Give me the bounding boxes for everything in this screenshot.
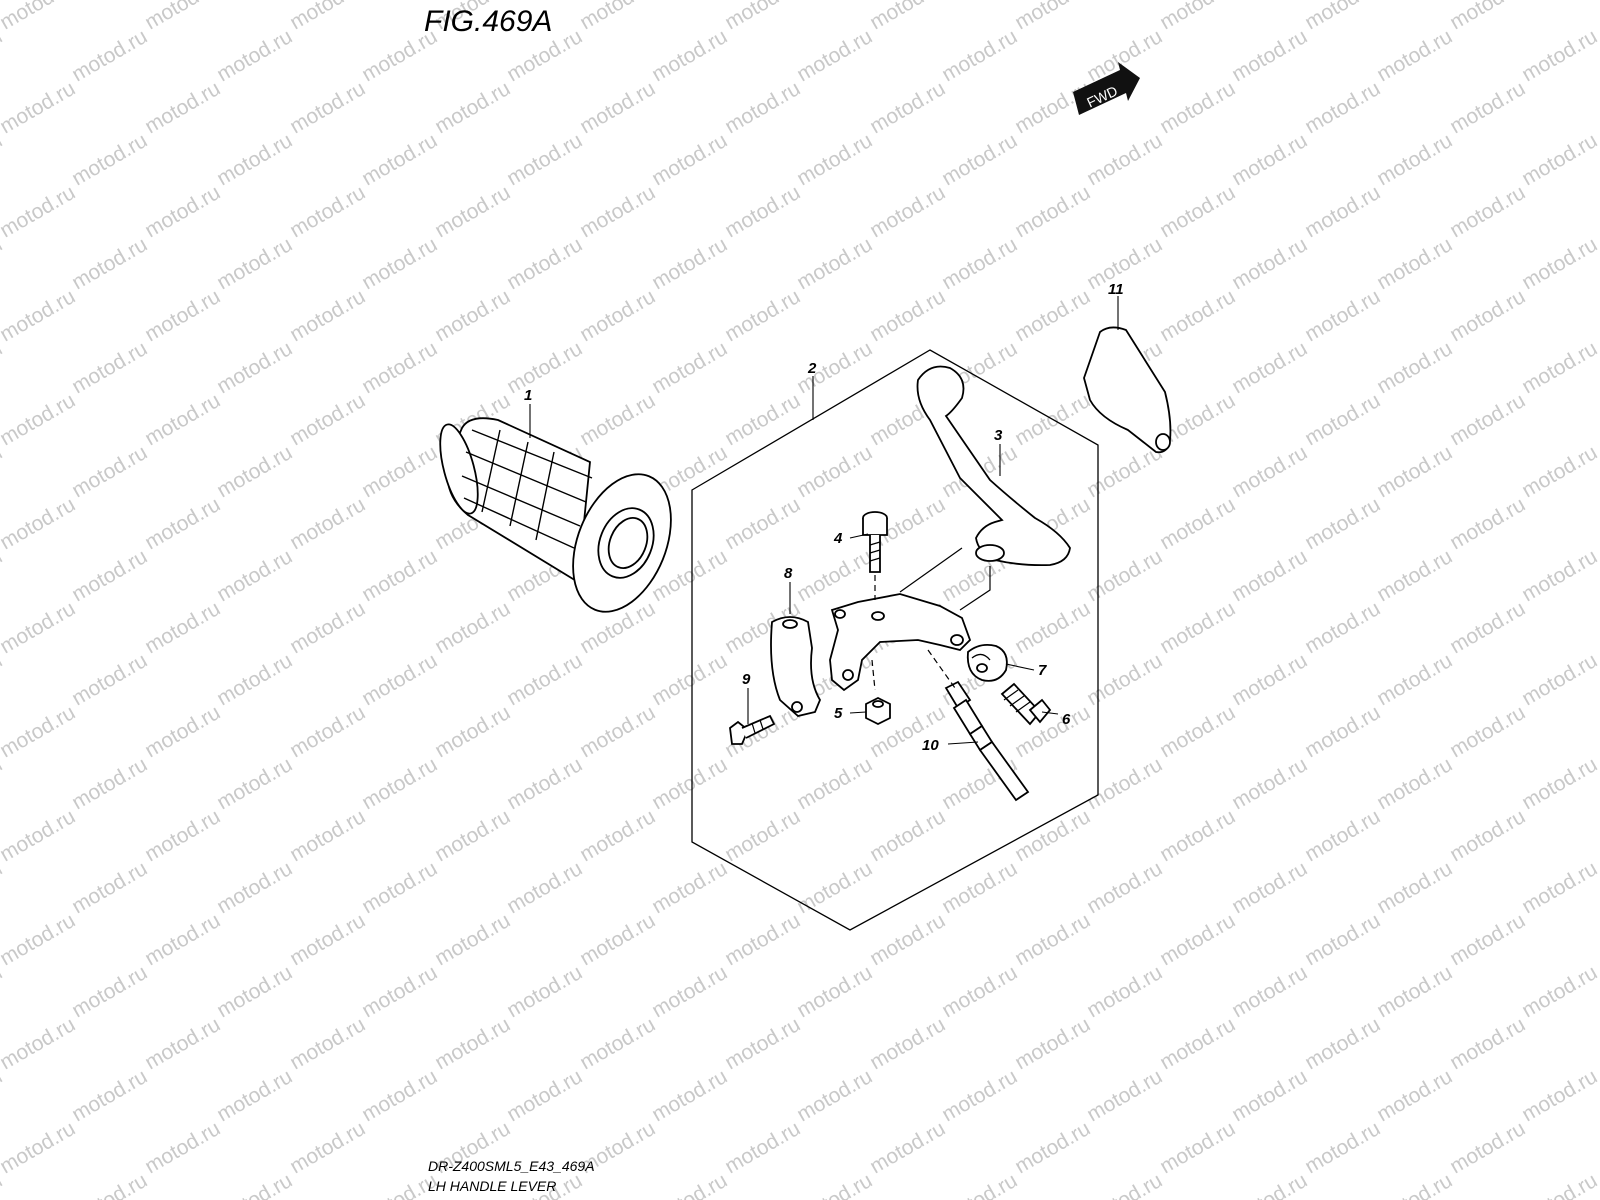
callout-5: 5 xyxy=(834,705,843,722)
fwd-arrow-icon: FWD xyxy=(1073,62,1140,115)
assembly-guide-lines xyxy=(872,548,990,690)
callout-1: 1 xyxy=(524,387,532,404)
nut xyxy=(866,698,890,724)
callout-8: 8 xyxy=(784,565,793,582)
callout-9: 9 xyxy=(742,671,751,688)
callout-11: 11 xyxy=(1108,281,1124,298)
lever-cover xyxy=(1084,327,1170,452)
callout-4: 4 xyxy=(833,530,843,547)
callout-2: 2 xyxy=(807,360,817,377)
screw xyxy=(730,716,774,744)
callout-10: 10 xyxy=(922,737,939,754)
diagram-code: DR-Z400SML5_E43_469A xyxy=(428,1158,595,1174)
callout-7: 7 xyxy=(1038,662,1047,679)
assembly-outline xyxy=(692,350,1098,930)
lever-holder xyxy=(830,594,970,690)
callout-lines xyxy=(530,296,1118,744)
clutch-cable xyxy=(946,682,1028,800)
hand-grip xyxy=(433,418,690,626)
holder-clamp xyxy=(771,617,820,716)
dust-boot xyxy=(968,645,1007,681)
clutch-lever xyxy=(918,367,1071,566)
bolt xyxy=(863,512,887,572)
callout-6: 6 xyxy=(1062,711,1071,728)
cable-adjuster xyxy=(1002,684,1050,724)
callout-3: 3 xyxy=(994,427,1003,444)
figure-title: FIG.469A xyxy=(424,5,552,38)
diagram-caption: LH HANDLE LEVER xyxy=(428,1178,556,1194)
